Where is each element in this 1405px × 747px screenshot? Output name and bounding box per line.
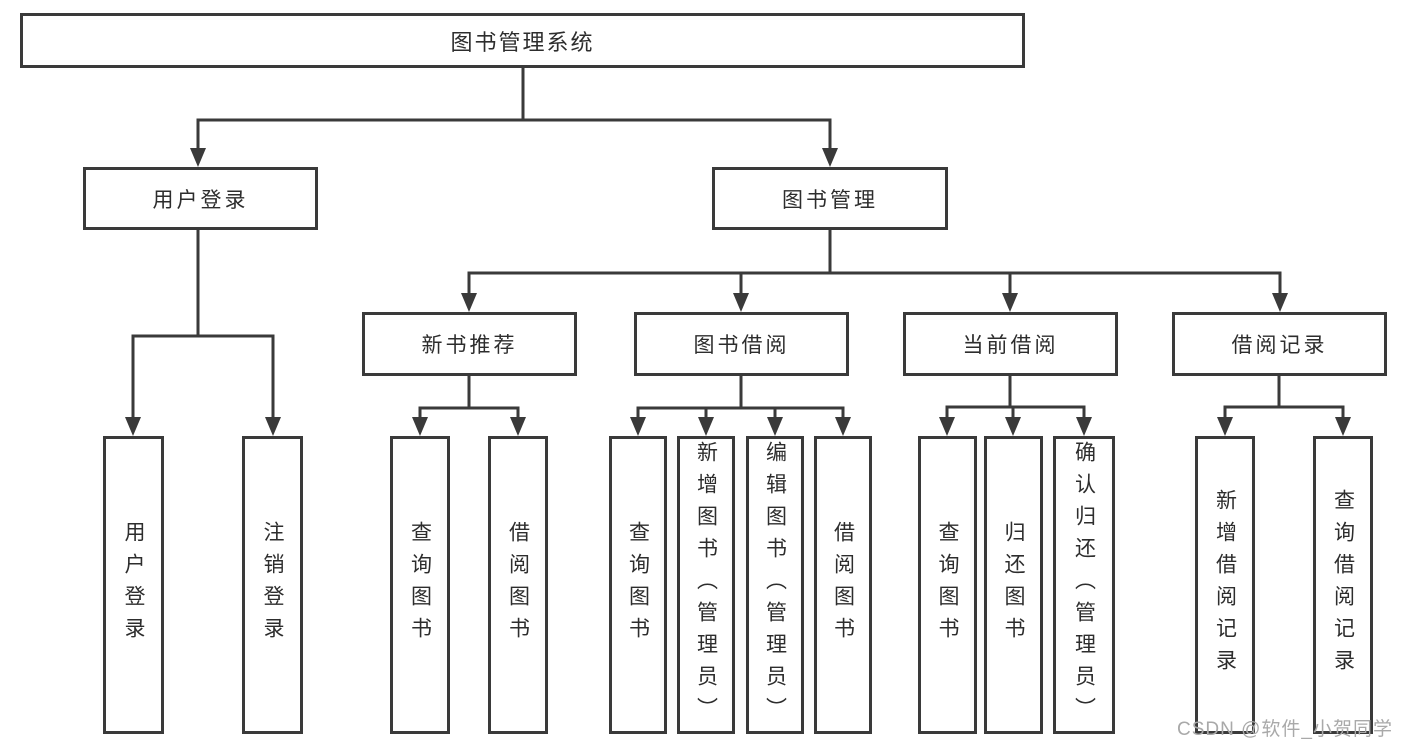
node-add-borrow-record-label: 新增借阅记录 xyxy=(1213,489,1237,681)
connector-current-borrow xyxy=(945,376,1086,419)
node-edit-book-admin: 编辑图书（管理员） xyxy=(746,436,804,734)
connector-book-management xyxy=(467,230,1282,295)
node-query-books-current-label: 查询图书 xyxy=(936,521,959,649)
node-book-borrow-label: 图书借阅 xyxy=(693,334,790,357)
node-user-login: 用户登录 xyxy=(103,436,164,734)
csdn-watermark: CSDN @软件_小贺同学 xyxy=(1177,719,1393,740)
node-library-system-label: 图书管理系统 xyxy=(450,29,595,55)
node-return-book-label: 归还图书 xyxy=(1002,521,1025,649)
connector-arrowheads xyxy=(125,148,1351,436)
node-add-borrow-record: 新增借阅记录 xyxy=(1195,436,1255,734)
node-borrow-books-recommend-label: 借阅图书 xyxy=(506,521,530,649)
node-book-management: 图书管理 xyxy=(712,167,948,230)
node-logout-label: 注销登录 xyxy=(261,521,284,649)
node-borrow-records-label: 借阅记录 xyxy=(1231,334,1328,357)
node-current-borrow: 当前借阅 xyxy=(903,312,1118,376)
node-confirm-return-admin-label: 确认归还（管理员） xyxy=(1072,441,1096,729)
node-query-books-recommend: 查询图书 xyxy=(390,436,450,734)
node-query-books-borrow: 查询图书 xyxy=(609,436,667,734)
node-user-login-group: 用户登录 xyxy=(83,167,318,230)
node-return-book: 归还图书 xyxy=(984,436,1043,734)
node-borrow-books-label: 借阅图书 xyxy=(831,521,855,649)
connector-paths xyxy=(131,68,1345,419)
node-confirm-return-admin: 确认归还（管理员） xyxy=(1053,436,1115,734)
node-current-borrow-label: 当前借阅 xyxy=(962,334,1059,357)
connector-book-borrow xyxy=(636,376,845,419)
node-query-borrow-record: 查询借阅记录 xyxy=(1313,436,1373,734)
node-add-book-admin: 新增图书（管理员） xyxy=(677,436,735,734)
node-library-system: 图书管理系统 xyxy=(20,13,1025,68)
node-book-borrow: 图书借阅 xyxy=(634,312,849,376)
connector-root xyxy=(196,68,832,150)
node-borrow-books: 借阅图书 xyxy=(814,436,872,734)
node-query-books-current: 查询图书 xyxy=(918,436,977,734)
node-logout: 注销登录 xyxy=(242,436,303,734)
node-user-login-group-label: 用户登录 xyxy=(152,188,249,212)
node-edit-book-admin-label: 编辑图书（管理员） xyxy=(763,441,787,729)
node-query-borrow-record-label: 查询借阅记录 xyxy=(1331,489,1355,681)
connector-new-book-recommend xyxy=(418,376,520,419)
node-borrow-books-recommend: 借阅图书 xyxy=(488,436,548,734)
node-query-books-borrow-label: 查询图书 xyxy=(626,521,650,649)
connector-user-login xyxy=(131,230,275,419)
node-query-books-recommend-label: 查询图书 xyxy=(408,521,432,649)
node-new-book-recommend: 新书推荐 xyxy=(362,312,577,376)
node-borrow-records: 借阅记录 xyxy=(1172,312,1387,376)
node-book-management-label: 图书管理 xyxy=(782,188,878,212)
node-new-book-recommend-label: 新书推荐 xyxy=(421,334,518,357)
node-add-book-admin-label: 新增图书（管理员） xyxy=(694,441,718,729)
connector-borrow-records xyxy=(1223,376,1345,419)
node-user-login-label: 用户登录 xyxy=(122,521,145,649)
